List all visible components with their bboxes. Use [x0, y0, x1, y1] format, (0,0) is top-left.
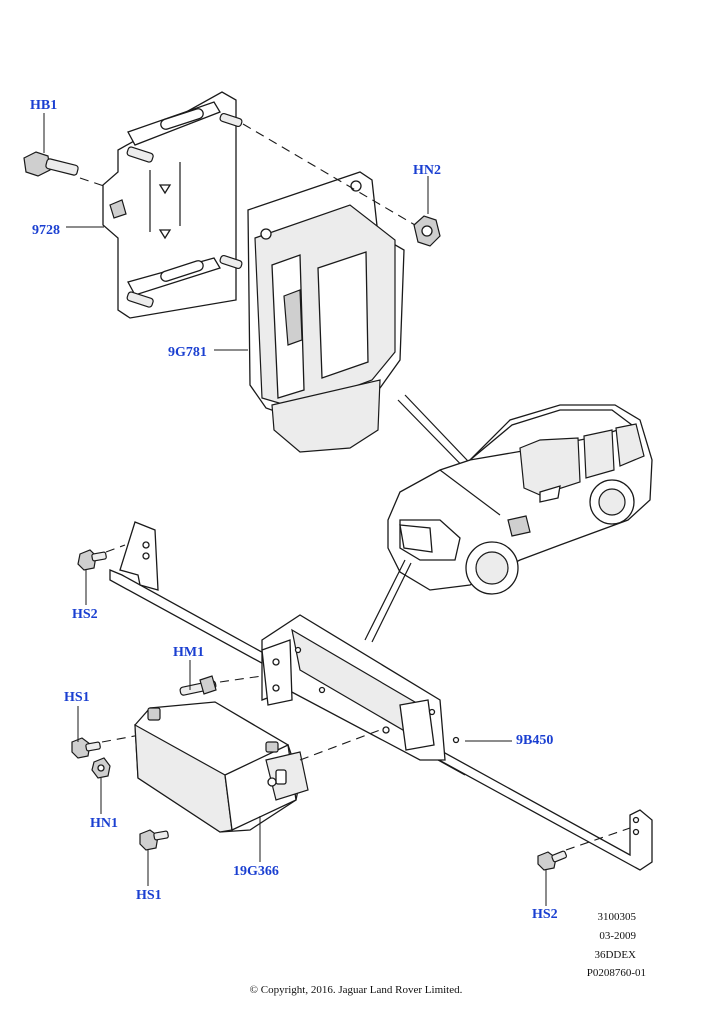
callout-9g781: 9G781 — [168, 345, 207, 360]
callout-hs2-right: HS2 — [532, 907, 558, 922]
mounting-bracket-9728 — [102, 91, 243, 319]
callout-9b450: 9B450 — [516, 733, 553, 748]
callout-hb1: HB1 — [30, 98, 57, 113]
airbag-control-module-9g781 — [247, 171, 405, 453]
callout-hn1: HN1 — [90, 816, 118, 831]
callout-hs1-lower: HS1 — [136, 888, 162, 903]
drawing-ref-1: 3100305 — [598, 911, 637, 923]
callout-hs1-upper: HS1 — [64, 690, 90, 705]
callout-hn2: HN2 — [413, 163, 441, 178]
drawing-ref-3: 36DDEX — [594, 949, 636, 961]
bolt-hs1-lower — [139, 829, 169, 851]
callout-hs2-left: HS2 — [72, 607, 98, 622]
drawing-ref-4: P0208760-01 — [587, 967, 646, 979]
nut-hn1 — [91, 757, 111, 779]
drawing-ref-2: 03-2009 — [599, 930, 636, 942]
bolt-hs2-left — [77, 549, 107, 571]
callout-hm1: HM1 — [173, 645, 204, 660]
nut-hn2 — [413, 215, 441, 247]
copyright-notice: © Copyright, 2016. Jaguar Land Rover Lim… — [250, 984, 463, 996]
bolt-hb1 — [23, 151, 79, 177]
vehicle-illustration — [387, 404, 653, 595]
mounting-bracket-9b450 — [109, 521, 653, 871]
callout-19g366: 19G366 — [233, 864, 279, 879]
sensor-module-19g366 — [134, 701, 309, 833]
bolt-hs2-right — [537, 850, 567, 871]
stud-hm1 — [179, 675, 217, 696]
callout-9728: 9728 — [32, 223, 60, 238]
bolt-hs1-upper — [71, 737, 101, 759]
